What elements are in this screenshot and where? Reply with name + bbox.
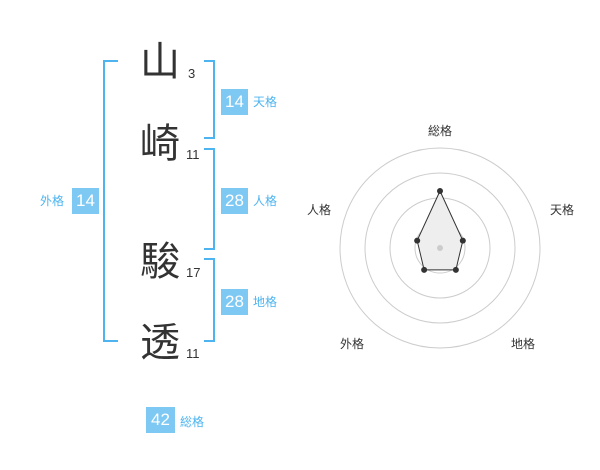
radar-point-0: [437, 188, 443, 194]
name-char-3: 駿: [140, 239, 180, 285]
radar-axis-label-jinkaku: 人格: [307, 203, 332, 217]
chikaku-value: 28: [221, 289, 248, 315]
name-char-2: 崎: [140, 121, 180, 167]
chikaku-bracket: [204, 258, 215, 342]
stroke-count-4: 11: [186, 346, 200, 361]
radar-ring: [339, 147, 541, 349]
radar-point-4: [414, 237, 421, 244]
name-char-1: 山: [140, 39, 180, 85]
radar-ring: [364, 172, 516, 324]
soukaku-label: 総格: [180, 415, 205, 429]
jinkaku-label: 人格: [253, 194, 278, 208]
radar-axis-label-soukaku: 総格: [428, 124, 453, 138]
radar-axis-label-tenkaku: 天格: [550, 203, 575, 217]
jinkaku-bracket: [204, 148, 215, 250]
tenkaku-value: 14: [221, 89, 248, 115]
stroke-count-1: 3: [188, 66, 196, 81]
stroke-count-3: 17: [186, 265, 201, 280]
tenkaku-label: 天格: [253, 95, 278, 109]
chikaku-label: 地格: [253, 295, 278, 309]
radar-axis-label-chikaku: 地格: [511, 337, 536, 351]
radar-polygon: [416, 189, 464, 271]
radar-point-3: [421, 266, 428, 273]
name-char-4: 透: [140, 320, 180, 366]
radar-point-1: [459, 237, 466, 244]
radar-center-dot: [437, 245, 443, 251]
soukaku-value: 42: [146, 407, 175, 433]
tenkaku-bracket: [204, 60, 215, 139]
jinkaku-value: 28: [221, 188, 248, 214]
gaikaku-bracket: [103, 60, 118, 342]
gaikaku-value: 14: [72, 188, 99, 214]
stroke-count-2: 11: [186, 147, 200, 162]
gaikaku-label: 外格: [40, 194, 65, 208]
radar-axis-label-gaikaku: 外格: [340, 337, 365, 351]
radar-point-2: [452, 266, 459, 273]
